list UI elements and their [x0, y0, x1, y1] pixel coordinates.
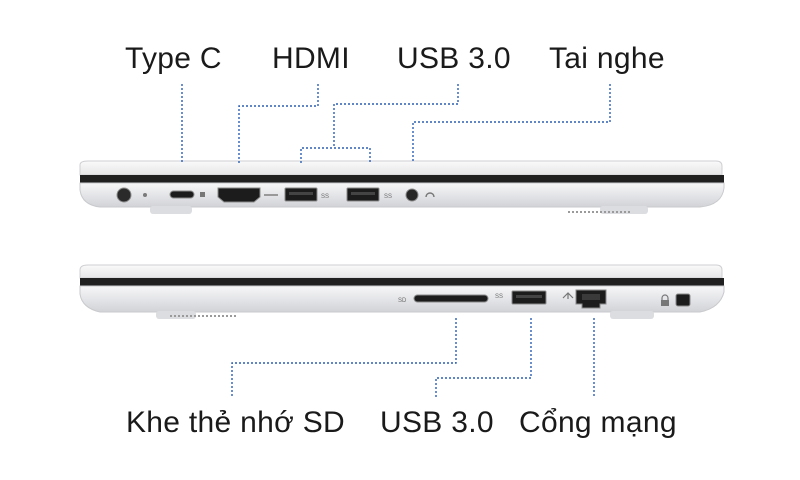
hdmi-port-icon [217, 187, 261, 203]
network-symbol-icon [562, 292, 574, 299]
label-network: Cổng mạng [519, 406, 677, 439]
security-slot-icon [675, 293, 691, 307]
label-type-c: Type C [125, 42, 222, 75]
label-sd-card: Khe thẻ nhớ SD [126, 406, 346, 439]
label-usb-top: USB 3.0 [397, 42, 511, 75]
leader-lines [181, 84, 611, 398]
svg-text:SS: SS [495, 294, 503, 300]
svg-text:SS: SS [384, 194, 392, 200]
svg-text:SS: SS [321, 194, 329, 200]
laptop-right-side: SD SS [79, 264, 725, 319]
svg-text:SD: SD [398, 298, 407, 304]
label-usb-bottom: USB 3.0 [380, 406, 494, 439]
laptop-left-side: SS SS [79, 160, 725, 214]
lock-symbol-icon [661, 294, 669, 301]
power-jack-icon [116, 187, 132, 203]
label-hdmi: HDMI [272, 42, 350, 75]
headphone-jack-icon [405, 188, 419, 202]
label-headphone: Tai nghe [549, 42, 665, 75]
sd-card-slot-icon [413, 294, 489, 303]
usb-c-port-icon [169, 190, 195, 199]
